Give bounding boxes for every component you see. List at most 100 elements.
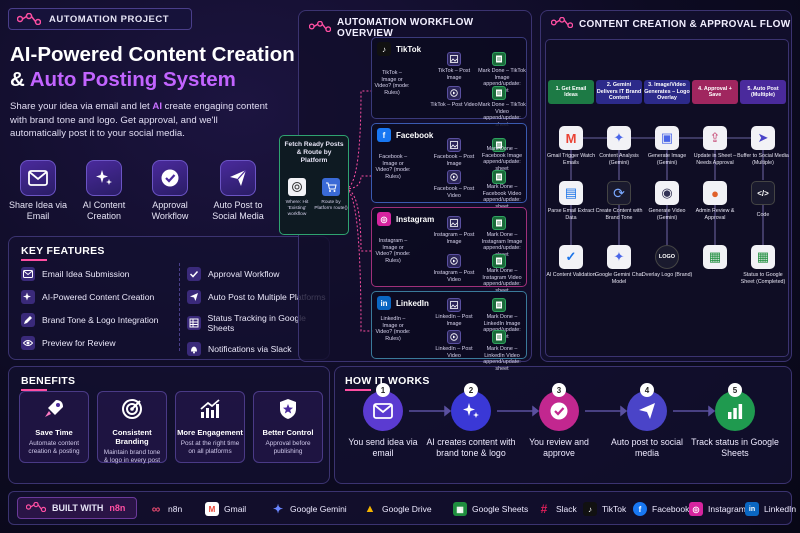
how-title: HOW IT WORKS [345,375,430,387]
benefit-card: More Engagement Post at the right time o… [175,391,245,463]
tool-name: Google Drive [382,504,432,514]
tool-n8n: ∞n8n [149,502,182,516]
code-icon: </> [751,181,775,205]
sparkle-icon: ✦ [607,126,631,150]
sheets-icon: ▦ [751,245,775,269]
feature-item: Status Tracking in Google Sheets [187,313,331,333]
how-it-works-panel: HOW IT WORKS 1 You send idea via email 2… [334,366,792,484]
post-video-label: TikTok – Post Video [430,102,478,108]
workflow-title-text: AUTOMATION WORKFLOW OVERVIEW [337,17,474,39]
fetch-route-box: Fetch Ready Posts & Route by Platform Wh… [279,135,349,235]
benefit-card: Consistent Branding Maintain brand tone … [97,391,167,464]
logo-icon: LOGO [655,245,679,269]
flow-node-label: Code [756,212,770,218]
title-underline [21,389,47,391]
send-icon: ➤ [751,126,775,150]
workflow-overview-panel: AUTOMATION WORKFLOW OVERVIEW Fetch Ready… [279,10,532,372]
feature-label: Notifications via Slack [208,344,292,354]
tool-slack: #Slack [537,502,577,516]
node-glyph: ▣ [660,130,674,145]
fingerprint-icon [288,178,306,196]
table-icon [187,316,201,330]
step-approval: Approval Workflow [138,160,202,222]
sheet-update-icon: ⇪ [703,126,727,150]
node-glyph: ● [711,185,719,201]
tool-sheets: ▦Google Sheets [453,502,528,516]
send-icon: 4 [627,383,667,431]
node-glyph: ✦ [613,130,625,145]
doc-icon: ▤ [559,181,583,205]
sparkle-icon: 2 [451,383,491,431]
flow-node-label: Generate Video (Gemini) [648,208,686,221]
facebook-icon: f [633,502,647,516]
benefit-desc: Approval before publishing [265,440,311,455]
mark-done-video-label: Mark Done – Facebook Video append/update… [482,184,522,210]
how-step: 3 You review and approve [513,383,605,459]
eye-icon [21,336,35,350]
flow-column-head: 4. Approval + Save [692,80,738,104]
gmail-icon: M [559,126,583,150]
features-right-list: Approval Workflow Auto Post to Multiple … [187,267,331,356]
mark-done-video-label: Mark Done – LinkedIn Video append/update… [483,346,521,372]
platform-name: Facebook [396,130,434,140]
check-icon: 3 [539,383,579,431]
shield-star-icon [254,397,322,426]
title-underline [21,259,47,261]
router-label: Instagram – Image or Video? (mode: Rules… [375,238,411,264]
step-number: 4 [640,383,654,397]
router-label: TikTok – Image or Video? (mode: Rules) [374,70,410,96]
page-title: AI-Powered Content Creation & Auto Posti… [10,42,300,92]
flow-column-head: 5. Auto Post (Multiple) [740,80,786,104]
image-icon [447,298,461,312]
benefit-desc: Automate content creation & posting [28,440,80,455]
flow-node-label: Update in Sheet – Needs Approval [693,153,737,166]
sparkle-icon [86,160,122,196]
user-icon: ● [703,181,727,205]
tool-name: Google Gemini [290,504,347,514]
flow-node-label: Buffer to Social Media (Multiple) [737,153,789,166]
feature-label: Brand Tone & Logo Integration [42,315,159,325]
tool-gemini: ✦Google Gemini [271,502,347,516]
send-icon [187,290,201,304]
gemini-icon: ✦ [607,245,631,269]
feature-label: AI-Powered Content Creation [42,292,155,302]
feature-label: Auto Post to Multiple Platforms [208,292,326,302]
sheets-icon [492,330,506,344]
benefit-title: Consistent Branding [112,428,152,446]
platform-instagram: ◎Instagram Instagram – Image or Video? (… [371,207,527,294]
tool-name: Google Sheets [472,504,529,514]
tiktok-icon: ♪ [583,502,597,516]
flow-title: CONTENT CREATION & APPROVAL FLOW [550,16,791,31]
tool-drive: ▲Google Drive [363,502,432,516]
feature-label: Status Tracking in Google Sheets [207,313,306,333]
image-icon: ▣ [655,126,679,150]
benefit-desc: Post at the right time on all platforms [180,440,240,455]
step-label: Auto Post to Social Media [212,200,264,221]
tool-name: TikTok [602,504,627,514]
how-label: You send idea via email [348,437,418,458]
node-glyph: ✦ [613,249,625,264]
validate-icon: ✓ [559,245,583,269]
loop-icon: ⟳ [607,181,631,205]
step-ai-content: AI Content Creation [72,160,136,222]
platform-head: ◎Instagram [377,212,434,226]
benefit-card: Save Time Automate content creation & po… [19,391,89,463]
node-glyph: ➤ [757,130,769,145]
flow-node-label: Gmail Trigger Watch Emails [546,153,596,166]
feature-label: Approval Workflow [208,269,280,279]
image-icon [447,52,461,66]
title-line1: AI-Powered Content Creation [10,43,295,66]
gmail-icon: M [205,502,219,516]
slack-icon: # [540,502,548,516]
node-glyph: ◉ [661,185,673,200]
flow-title-text: CONTENT CREATION & APPROVAL FLOW [579,18,791,30]
platform-name: LinkedIn [396,298,429,308]
flow-node-label: Parse Email Extract Data [547,208,595,221]
flow-node-label: Admin Review & Approval [695,208,735,221]
benefit-title: Better Control [262,428,314,437]
benefit-card: Better Control Approval before publishin… [253,391,323,463]
project-pill-label: AUTOMATION PROJECT [49,13,170,25]
image-icon [447,138,461,152]
node-glyph: ✓ [565,249,577,264]
